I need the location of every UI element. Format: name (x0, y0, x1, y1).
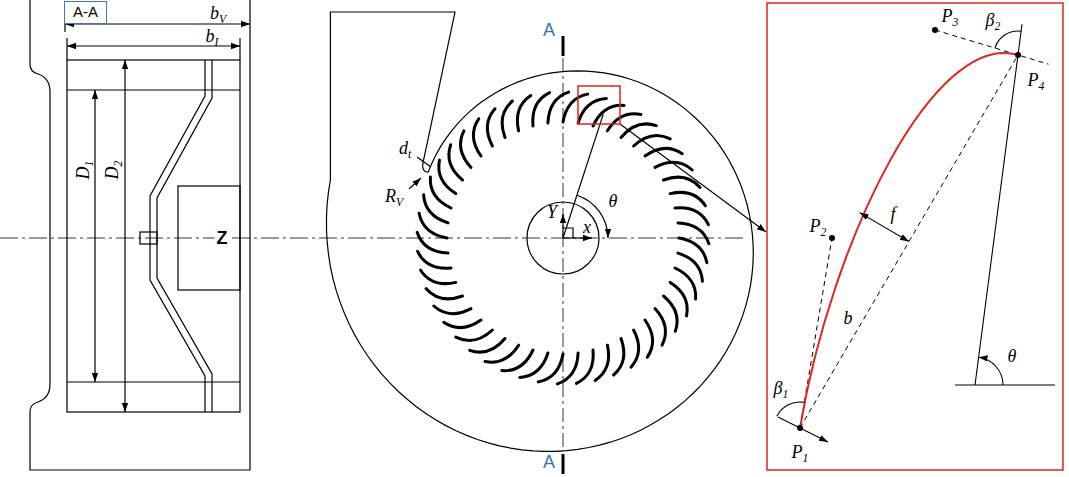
view-name: A-A (73, 3, 98, 20)
blade (517, 96, 530, 131)
point-label: P2 (810, 217, 827, 235)
blade (664, 177, 701, 187)
blade (678, 253, 702, 281)
section-view (30, 0, 250, 470)
blade (421, 270, 456, 283)
blade (538, 354, 563, 382)
blade (563, 94, 588, 122)
blade (557, 353, 578, 384)
blade (655, 162, 692, 170)
blade (485, 345, 518, 362)
dimension-label: RV (385, 187, 403, 205)
blade (675, 268, 696, 299)
dimension-label: b (844, 309, 853, 327)
blade (670, 282, 687, 316)
blade (578, 99, 606, 123)
blade (444, 320, 481, 328)
blade (460, 131, 471, 168)
dimension-label: bV (210, 4, 226, 22)
point-label: P4 (1028, 71, 1045, 89)
front-view (327, 12, 767, 474)
dimension-label: bI (206, 27, 219, 45)
blade (502, 101, 512, 138)
blade (679, 238, 707, 263)
blade (614, 339, 624, 376)
blade (634, 135, 671, 146)
blade (645, 320, 653, 357)
dimension-label: D2 (103, 161, 121, 180)
blade (419, 213, 447, 238)
point-label: P3 (942, 7, 959, 25)
point-label: P1 (792, 443, 809, 461)
blade (456, 330, 493, 341)
view-tag: A-A (64, 1, 107, 24)
blade (439, 160, 456, 194)
blade (434, 306, 471, 314)
blade (487, 109, 495, 146)
blade (424, 195, 448, 223)
dimension-label: D1 (74, 161, 92, 180)
blade (548, 92, 569, 123)
axis-label: Z (215, 228, 230, 248)
blade (417, 232, 448, 253)
angle-label: β1 (774, 379, 789, 397)
blade-detail (767, 3, 1063, 470)
blade (670, 192, 705, 205)
blade (430, 177, 451, 208)
blade (502, 350, 533, 371)
blade (631, 330, 639, 367)
center-line (0, 238, 745, 239)
section-mark: A (543, 453, 555, 471)
blade (607, 114, 641, 131)
blade (520, 353, 548, 377)
blade (473, 119, 481, 156)
blade (678, 223, 709, 244)
angle-label: β2 (986, 11, 1001, 29)
axis-label: x (583, 218, 591, 236)
axis-label: Y (547, 203, 557, 221)
blade (645, 148, 682, 156)
dimension-label: dt (399, 139, 411, 157)
angle-label: θ (609, 192, 618, 210)
blade (655, 309, 666, 346)
blade (426, 289, 463, 299)
blade (595, 345, 608, 380)
angle-label: θ (1008, 347, 1017, 365)
section-mark: A (543, 21, 555, 39)
dimension-label: f (890, 205, 895, 223)
